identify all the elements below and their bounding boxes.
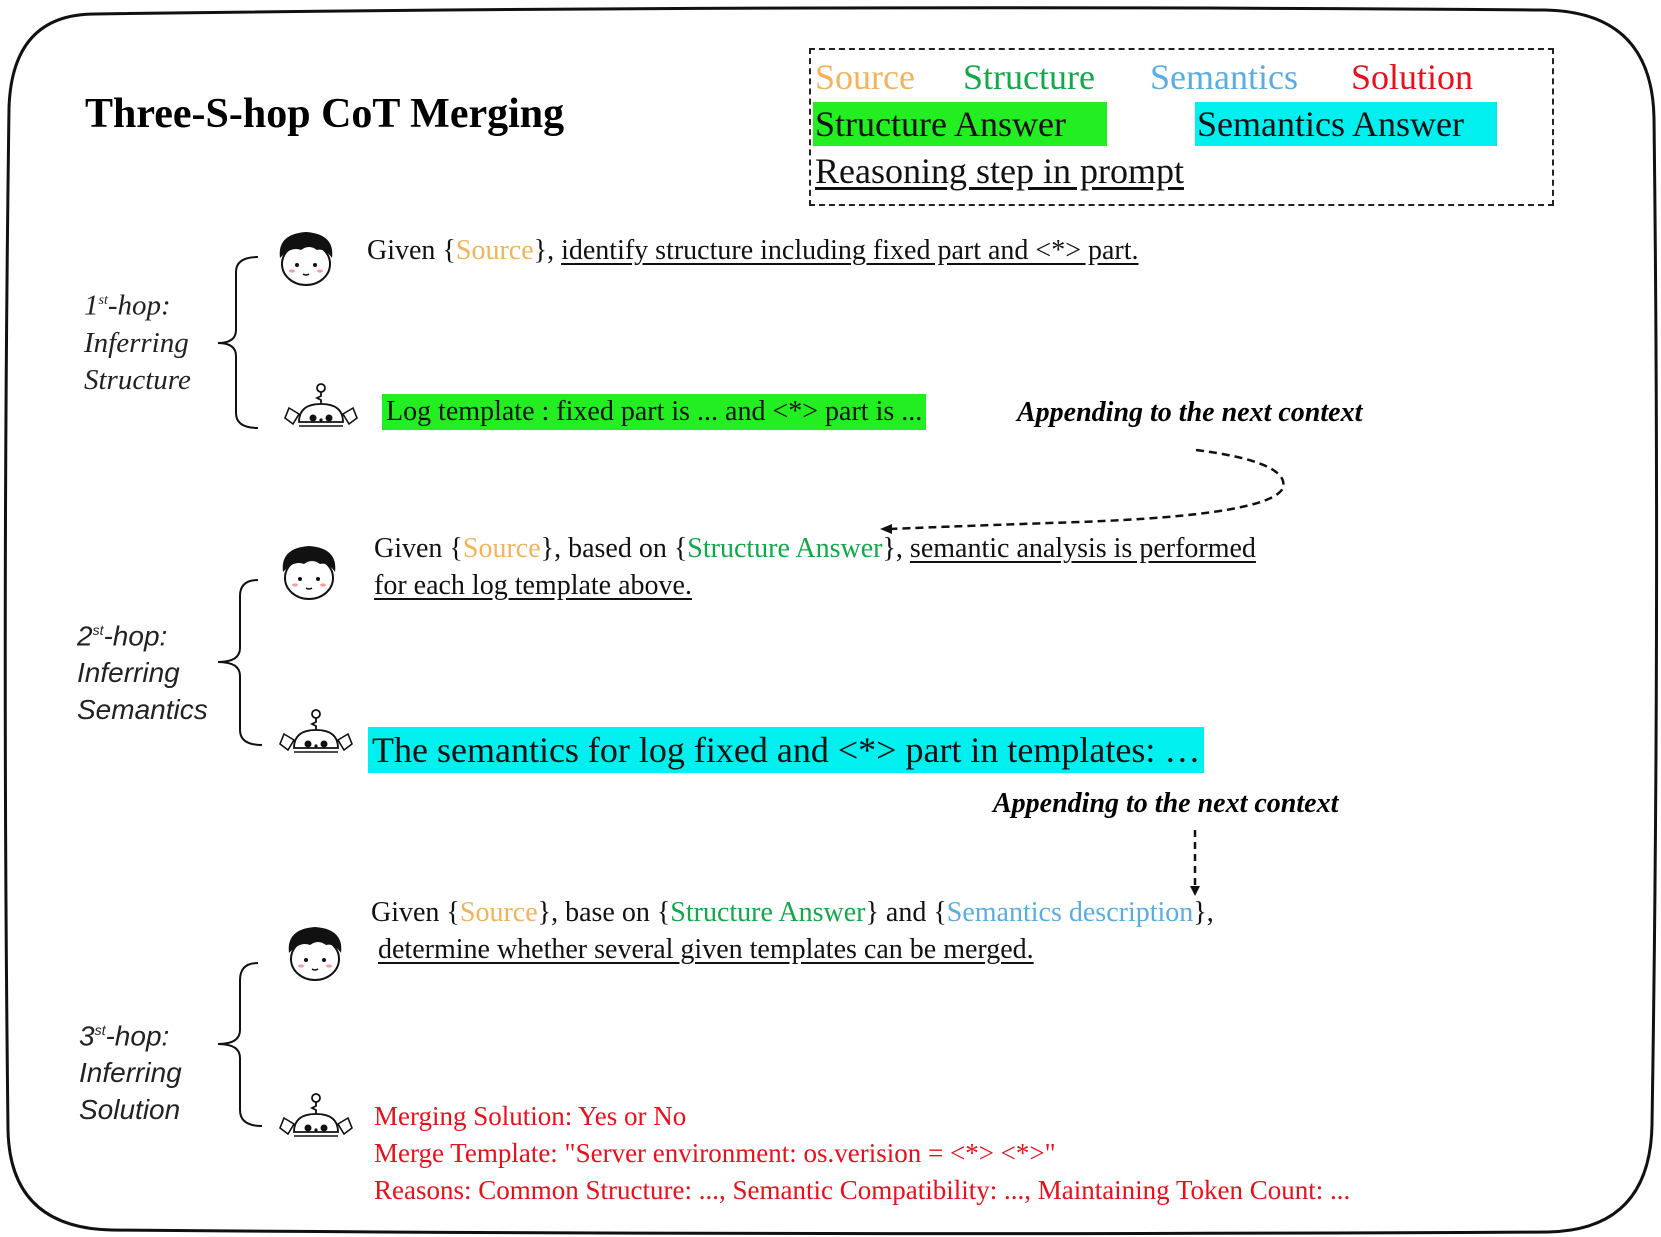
robot-icon <box>284 383 358 427</box>
solution-line-2: Merge Template: "Server environment: os.… <box>374 1138 1056 1168</box>
append-note-2: Appending to the next context <box>993 788 1339 819</box>
solution-line-1: Merging Solution: Yes or No <box>374 1101 687 1131</box>
hop2-label: 2st-hop: Inferring Semantics <box>77 620 208 726</box>
robot-icon <box>279 709 353 753</box>
boy-face-icon <box>282 546 336 600</box>
legend-solution: Solution <box>1351 57 1474 97</box>
hop2-bracket <box>217 579 263 746</box>
legend-source: Source <box>815 57 915 97</box>
hop1-prompt: Given {Source}, identify structure inclu… <box>367 235 1139 266</box>
hop1-structure-answer: Log template : fixed part is ... and <*>… <box>382 394 927 430</box>
legend-structure-answer: Structure Answer <box>813 102 1107 146</box>
append-arrow-1 <box>889 448 1285 531</box>
hop3-solution: Merging Solution: Yes or No Merge Templa… <box>374 1098 1350 1209</box>
diagram-title: Three-S-hop CoT Merging <box>85 91 565 137</box>
solution-line-3: Reasons: Common Structure: ..., Semantic… <box>374 1175 1351 1205</box>
hop3-label: 3st-hop: Inferring Solution <box>79 1020 182 1126</box>
hop1-label: 1st-hop: Inferring Structure <box>84 289 191 396</box>
hop1-bracket <box>217 256 259 429</box>
legend-reasoning-step: Reasoning step in prompt <box>815 151 1184 191</box>
hop2-prompt: Given {Source}, based on {Structure Answ… <box>374 533 1256 601</box>
hop3-prompt: Given {Source}, base on {Structure Answe… <box>371 897 1214 965</box>
hop3-bracket <box>217 962 263 1127</box>
legend-structure: Structure <box>963 57 1095 97</box>
boy-face-icon <box>288 927 342 981</box>
legend-semantics-answer: Semantics Answer <box>1195 102 1497 146</box>
hop2-semantics-answer: The semantics for log fixed and <*> part… <box>368 727 1205 773</box>
legend-semantics: Semantics <box>1150 57 1298 97</box>
boy-face-icon <box>279 232 333 286</box>
append-note-1: Appending to the next context <box>1017 397 1363 428</box>
robot-icon <box>279 1093 353 1137</box>
legend <box>809 48 1554 206</box>
